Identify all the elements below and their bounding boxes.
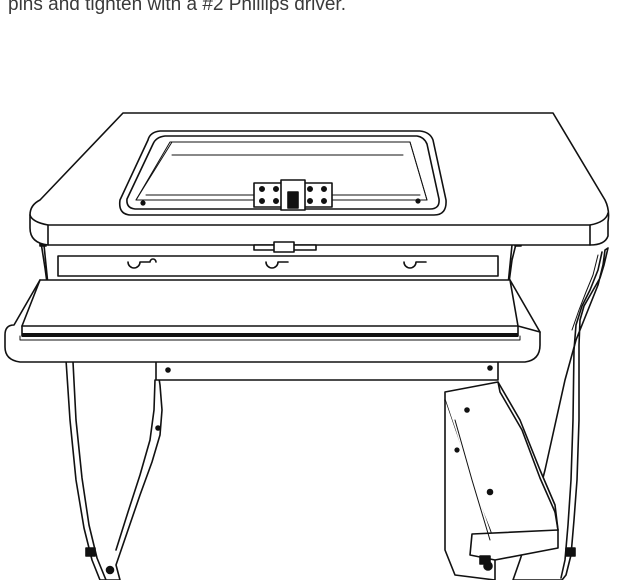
keyboard-tray bbox=[4, 255, 541, 363]
right-side-panel bbox=[512, 247, 609, 580]
left-side-panel bbox=[65, 359, 163, 580]
right-pedestal bbox=[444, 381, 559, 580]
monitor-lift-bracket bbox=[253, 179, 333, 253]
instruction-text: pins and tighten with a #2 Phillips driv… bbox=[8, 0, 346, 15]
